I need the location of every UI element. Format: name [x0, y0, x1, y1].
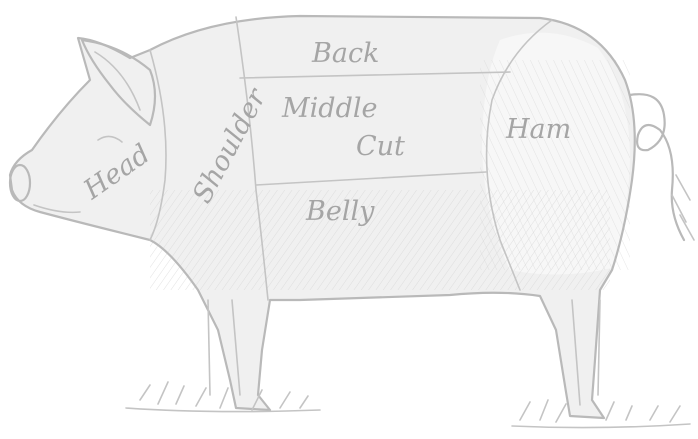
- label-ham: Ham: [505, 114, 571, 145]
- label-back: Back: [311, 38, 379, 69]
- label-middle: Middle: [281, 93, 377, 124]
- grass-left: [140, 382, 308, 410]
- ham-hatch: [480, 60, 630, 270]
- label-cut: Cut: [356, 131, 405, 162]
- label-belly: Belly: [305, 196, 375, 227]
- tail: [630, 94, 684, 240]
